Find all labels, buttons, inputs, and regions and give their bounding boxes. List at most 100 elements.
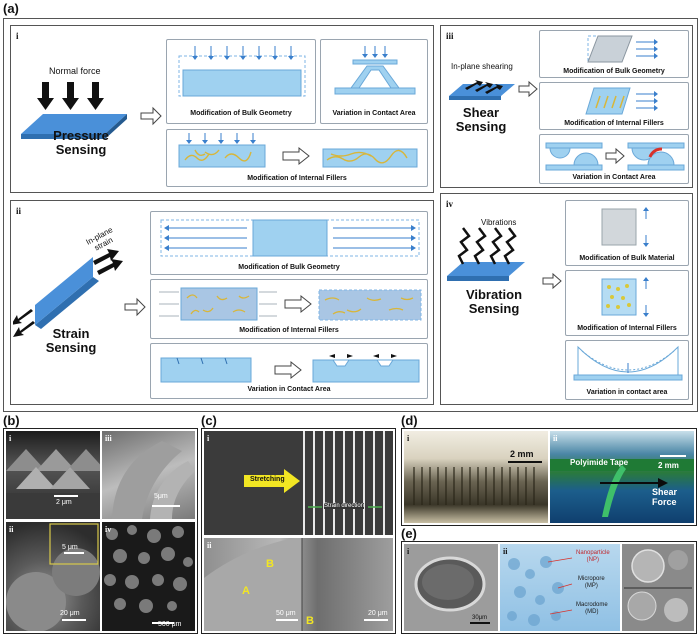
pyramid-texture xyxy=(6,449,100,519)
right-arrow-icon xyxy=(124,297,146,317)
b-sub-ii: ii xyxy=(9,525,14,534)
sphere-texture xyxy=(6,523,100,631)
e-sub-i: i xyxy=(407,547,410,556)
macrodome-label: Macrodome (MD) xyxy=(576,602,608,616)
b-sub-iv: iv xyxy=(105,525,112,534)
shear-title-line1: Shear xyxy=(462,105,500,120)
scale-bar xyxy=(508,461,542,463)
sem-interface-image: ii A B B 50 μm 20 μm xyxy=(204,538,393,631)
scale-bar xyxy=(152,622,174,624)
strain-bulk-caption: Modification of Bulk Geometry xyxy=(238,264,340,271)
vibration-box: iv Vibrations Vibration Sensing Modifica… xyxy=(440,193,693,405)
right-arrow-icon xyxy=(140,106,162,126)
panel-label-a: (a) xyxy=(3,1,19,16)
shear-force-line2: Force xyxy=(652,497,677,507)
normal-force-label: Normal force xyxy=(49,66,101,76)
micropore-label: Micropore (MP) xyxy=(578,576,605,590)
sem-spheres-image: ii 5 μm 20 μm xyxy=(6,522,100,631)
panel-label-e: (e) xyxy=(401,526,417,541)
strain-contact-diagram xyxy=(160,354,420,383)
right-arrow-icon xyxy=(542,272,562,290)
contact-area-diagram xyxy=(334,46,416,95)
b-scale-ii-b: 20 μm xyxy=(60,610,80,617)
np-line2: (NP) xyxy=(586,557,600,563)
b-sub-i: i xyxy=(9,434,12,443)
shear-test-texture xyxy=(550,459,694,517)
crack-texture xyxy=(244,431,385,535)
vibration-bulk-diagram xyxy=(601,207,649,247)
pressure-bulk-card: Modification of Bulk Geometry xyxy=(166,39,316,124)
shear-bulk-diagram xyxy=(587,35,658,63)
c-scale-left: 50 μm xyxy=(276,610,296,617)
pillar-texture xyxy=(112,441,195,519)
shear-title-line2: Sensing xyxy=(455,119,507,134)
b-scale-i: 2 μm xyxy=(56,499,72,506)
sem-pillars-image: iii 5μm xyxy=(102,431,195,519)
shear-fillers-card: Modification of Internal Fillers xyxy=(539,82,689,130)
hierarchy-texture xyxy=(507,556,573,626)
vibration-contact-diagram xyxy=(573,345,683,381)
strain-direction-label: Strain direction xyxy=(324,503,365,509)
schematic-hierarchy-image: ii Nanoparticle (NP) Micropore (MP) Macr… xyxy=(500,544,620,631)
panel-label-d: (d) xyxy=(401,413,418,428)
pressure-fillers-card: Modification of Internal Fillers xyxy=(166,129,428,187)
in-plane-shearing-label: In-plane shearing xyxy=(451,62,513,71)
shear-bulk-card: Modification of Bulk Geometry xyxy=(539,30,689,78)
d-sub-i: i xyxy=(407,434,410,443)
c-scale-right: 20 μm xyxy=(368,610,388,617)
c-sub-ii: ii xyxy=(207,541,212,550)
md-line2: (MD) xyxy=(585,609,599,615)
strain-title: Strain Sensing xyxy=(31,327,111,355)
shear-force-label: Shear Force xyxy=(652,487,677,507)
scale-bar xyxy=(364,619,388,621)
strain-fillers-caption: Modification of Internal Fillers xyxy=(239,327,339,334)
scale-bar xyxy=(152,505,180,507)
scale-bar xyxy=(470,622,490,624)
pressure-bulk-caption: Modification of Bulk Geometry xyxy=(190,110,292,117)
shear-box: iii In-plane shearing Shear Sensing Modi… xyxy=(440,25,693,188)
mp-line2: (MP) xyxy=(584,583,598,589)
vibration-contact-card: Variation in contact area xyxy=(565,340,689,400)
pressure-contact-card: Variation in Contact Area xyxy=(320,39,428,124)
e-scale-i: 30μm xyxy=(472,615,488,621)
porous-texture xyxy=(104,525,193,613)
vibration-title-line2: Sensing xyxy=(468,301,520,316)
vibration-bulk-caption: Modification of Bulk Material xyxy=(579,255,675,262)
pressure-contact-caption: Variation in Contact Area xyxy=(332,110,416,117)
strain-fillers-diagram xyxy=(159,287,422,321)
panel-label-c: (c) xyxy=(201,413,217,428)
roman-i: i xyxy=(16,31,19,41)
c-sub-i: i xyxy=(207,434,210,443)
strain-bulk-card: Modification of Bulk Geometry xyxy=(150,211,428,275)
shear-fillers-diagram xyxy=(585,87,658,115)
scale-bar xyxy=(276,619,298,621)
pillar-array-texture xyxy=(413,467,535,505)
label-b-top: B xyxy=(266,558,274,570)
b-scale-iv: 500 μm xyxy=(158,621,182,628)
vibration-fillers-caption: Modification of Internal Fillers xyxy=(577,325,677,332)
strain-fillers-card: Modification of Internal Fillers xyxy=(150,279,428,339)
vibrations-label: Vibrations xyxy=(481,218,517,227)
pressure-title-line2: Sensing xyxy=(55,142,107,157)
sem-porous-image: iv 500 μm xyxy=(102,522,195,631)
shear-illustration xyxy=(449,80,515,100)
roman-iv: iv xyxy=(446,199,454,209)
d-scale-ii: 2 mm xyxy=(658,461,679,470)
nanoparticle-label: Nanoparticle (NP) xyxy=(576,550,610,564)
strain-title-line1: Strain xyxy=(52,326,90,341)
shear-contact-diagram xyxy=(545,142,685,171)
roman-iii: iii xyxy=(446,31,454,41)
b-scale-iii: 5μm xyxy=(154,493,168,500)
strain-contact-caption: Variation in Contact Area xyxy=(247,386,331,393)
sem-composite-image xyxy=(622,544,694,631)
strain-bulk-diagram xyxy=(160,219,420,257)
shear-bulk-caption: Modification of Bulk Geometry xyxy=(563,68,665,75)
strain-box: ii In-plane strain Strain Sensing xyxy=(10,200,434,405)
strain-contact-card: Variation in Contact Area xyxy=(150,343,428,399)
label-b-bottom: B xyxy=(306,615,314,627)
fillers-compression-diagram xyxy=(178,133,418,168)
sem-dome-image: i 30μm xyxy=(404,544,498,631)
vibration-illustration xyxy=(447,227,525,281)
composite-texture xyxy=(624,549,692,622)
shear-fillers-caption: Modification of Internal Fillers xyxy=(564,120,664,127)
